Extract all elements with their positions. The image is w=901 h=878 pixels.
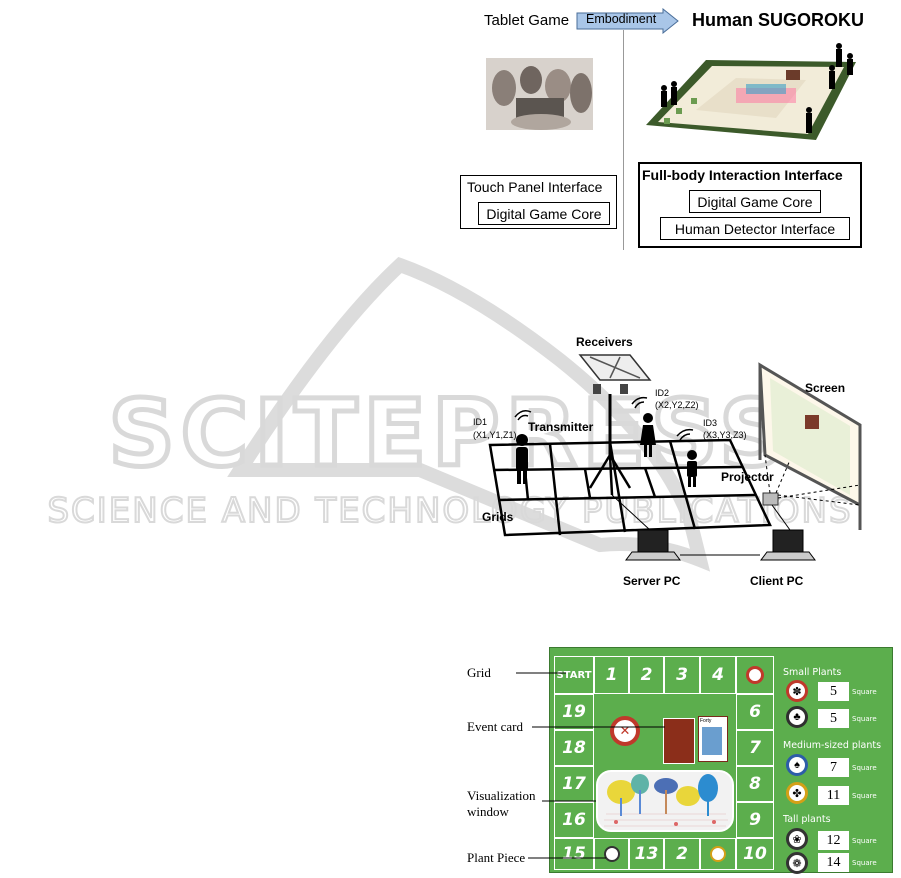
unit-label: Square — [852, 715, 877, 723]
plant-piece-icon: ✿ — [603, 846, 620, 862]
tablet-game-label: Tablet Game — [484, 12, 570, 29]
cell-11: ✿ — [700, 838, 736, 870]
small-plants-heading: Small Plants — [783, 667, 842, 678]
unit-label: Square — [852, 859, 877, 867]
no-entry-bug-icon: ✕ — [610, 716, 640, 746]
event-card-label: Event card — [467, 719, 523, 734]
tall-plant-2-icon: ❁ — [786, 852, 808, 874]
id1-label: ID1 — [473, 417, 488, 427]
full-body-interface-label: Full-body Interaction Interface — [642, 167, 843, 183]
game-board: START 1 2 3 4 ⊘ 19 18 17 16 15 6 7 8 9 1… — [549, 647, 893, 874]
visualization-label-line2: window — [467, 804, 509, 819]
id1-coords: (X1,Y1,Z1) — [473, 430, 517, 440]
grids-label: Grids — [482, 510, 514, 524]
receivers-label: Receivers — [576, 335, 633, 349]
digital-game-core-left-label: Digital Game Core — [486, 205, 602, 222]
cell-19: 19 — [554, 694, 594, 730]
cell-12: 2 — [664, 838, 700, 870]
digital-game-core-right-box: Digital Game Core — [689, 190, 821, 213]
cell-14: ✿ — [594, 838, 629, 870]
tall-plants-heading: Tall plants — [783, 814, 831, 825]
id3-label: ID3 — [703, 418, 718, 428]
divider-line — [623, 30, 624, 250]
embodiment-arrow — [576, 8, 679, 34]
cell-3: 3 — [664, 656, 700, 694]
people-silhouettes — [516, 413, 697, 487]
cell-5: ⊘ — [736, 656, 774, 694]
human-detector-interface-label: Human Detector Interface — [674, 220, 836, 237]
projector-label: Projector — [721, 470, 774, 484]
unit-label: Square — [852, 792, 877, 800]
cell-4: 4 — [700, 656, 736, 694]
human-detector-interface-box: Human Detector Interface — [660, 217, 850, 240]
medium-plants-heading: Medium-sized plants — [783, 740, 882, 751]
value-small-2: 5 — [818, 709, 849, 728]
touch-panel-interface-box — [460, 175, 617, 229]
id2-label: ID2 — [655, 388, 670, 398]
grid-label: Grid — [467, 665, 491, 680]
human-sugoroku-illustration — [646, 43, 856, 140]
stop-icon: ⊘ — [746, 666, 764, 684]
embodiment-label: Embodiment — [586, 12, 657, 26]
id3-coords: (X3,Y3,Z3) — [703, 430, 747, 440]
screen-label: Screen — [805, 381, 846, 395]
digital-game-core-right-label: Digital Game Core — [697, 193, 813, 210]
tablet-game-photo — [486, 58, 593, 130]
visualization-window — [596, 770, 734, 832]
cell-1: 1 — [594, 656, 629, 694]
human-sugoroku-title: Human SUGOROKU — [692, 10, 865, 30]
event-card-front: Forty — [698, 716, 728, 762]
unit-label: Square — [852, 688, 877, 696]
cell-6: 6 — [736, 694, 774, 730]
cell-13: 13 — [629, 838, 664, 870]
server-pc-laptop — [625, 529, 681, 561]
plant-piece-label: Plant Piece — [467, 850, 526, 865]
value-medium-1: 7 — [818, 758, 849, 777]
full-body-interface-box — [638, 162, 862, 248]
medium-plant-yellow-icon: ✤ — [786, 782, 808, 804]
transmitter-label: Transmitter — [528, 420, 594, 434]
small-plant-dark-icon: ♣ — [786, 706, 808, 728]
client-pc-laptop — [760, 529, 816, 561]
digital-game-core-left-box: Digital Game Core — [478, 202, 610, 225]
value-tall-2: 14 — [818, 853, 849, 872]
medium-plant-blue-icon: ♠ — [786, 754, 808, 776]
value-small-1: 5 — [818, 682, 849, 701]
value-tall-1: 12 — [818, 831, 849, 850]
event-card-back — [663, 718, 695, 764]
cell-18: 18 — [554, 730, 594, 766]
cell-17: 17 — [554, 766, 594, 802]
server-pc-label: Server PC — [623, 574, 681, 588]
cell-8: 8 — [736, 766, 774, 802]
touch-panel-interface-label: Touch Panel Interface — [467, 179, 603, 195]
event-card-caption: Forty — [700, 718, 712, 724]
plant-piece-icon: ✿ — [710, 846, 726, 862]
cell-16: 16 — [554, 802, 594, 838]
cell-10: 10 — [736, 838, 774, 870]
id2-coords: (X2,Y2,Z2) — [655, 400, 699, 410]
cell-7: 7 — [736, 730, 774, 766]
cell-15: 15 — [554, 838, 594, 870]
client-pc-label: Client PC — [750, 574, 804, 588]
system-diagram — [488, 354, 862, 561]
projector-device — [762, 492, 779, 506]
unit-label: Square — [852, 837, 877, 845]
tall-plant-icon: ❀ — [786, 828, 808, 850]
small-plant-red-icon: ✽ — [786, 680, 808, 702]
unit-label: Square — [852, 764, 877, 772]
cell-start: START — [554, 656, 594, 694]
value-medium-2: 11 — [818, 786, 849, 805]
cell-2: 2 — [629, 656, 664, 694]
cell-9: 9 — [736, 802, 774, 838]
visualization-label-line1: Visualization — [467, 788, 536, 803]
